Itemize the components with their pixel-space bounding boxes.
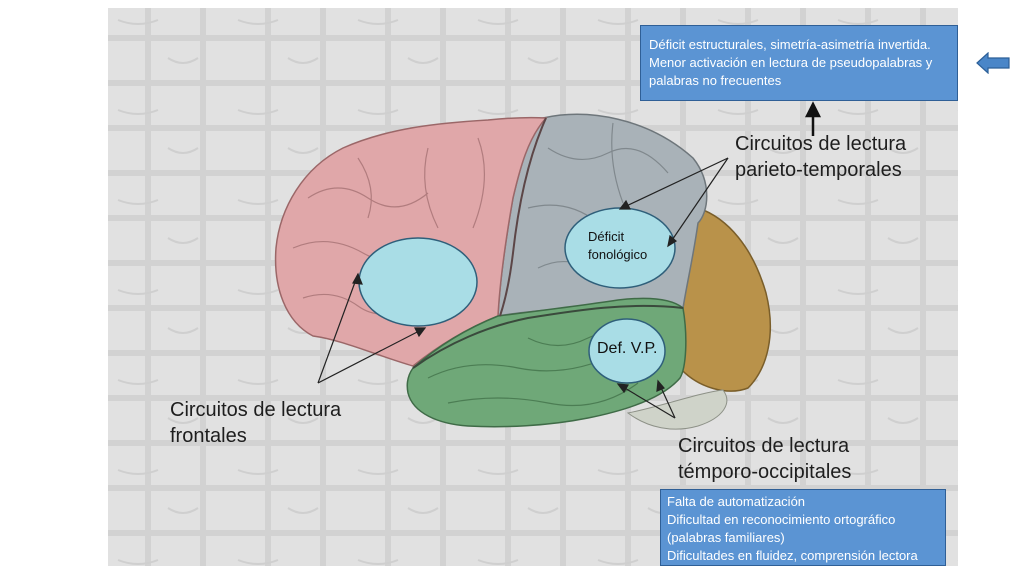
frontal-label-line2: frontales [170,425,247,447]
vp-bubble-text: Def. V.P. [597,340,658,357]
temporal-label-line1: Circuitos de lectura [678,435,850,457]
automation-box-line: Dificultad en reconocimiento ortográfico [667,512,896,527]
frontal-label-line1: Circuitos de lectura [170,399,342,421]
automation-box-line: (palabras familiares) [667,530,785,545]
phonological-bubble-line1: Déficit [588,229,625,244]
frontal-pointers [317,272,427,384]
box-pointer-arrow [804,101,822,136]
structural-box-line: palabras no frecuentes [649,73,782,88]
central-sulcus [499,117,547,317]
automation-info-box: Falta de automatización Dificultad en re… [660,489,946,566]
vp-bubble [588,318,666,384]
parietal-label-line1: Circuitos de lectura [735,133,907,155]
left-arrow-icon[interactable] [976,52,1010,74]
structural-box-line: Menor activación en lectura de pseudopal… [649,55,933,70]
cerebellum [626,389,728,430]
parietal-pointers [618,157,729,248]
temporal-pointers [616,379,676,419]
phonological-bubble-line2: fonológico [588,247,648,262]
automation-box-line: Dificultades en fluidez, comprensión lec… [667,548,918,563]
frontal-bubble [358,237,478,327]
parietal-label-line2: parieto-temporales [735,159,902,181]
structural-deficit-box: Déficit estructurales, simetría-asimetrí… [640,25,958,101]
lateral-sulcus [412,304,684,369]
brain-diagram [108,8,958,566]
structural-box-line: Déficit estructurales, simetría-asimetrí… [649,37,931,52]
diagram-panel: Circuitos de lectura parieto-temporales … [108,8,958,566]
temporal-label-line2: témporo-occipitales [678,461,852,483]
automation-box-line: Falta de automatización [667,494,806,509]
